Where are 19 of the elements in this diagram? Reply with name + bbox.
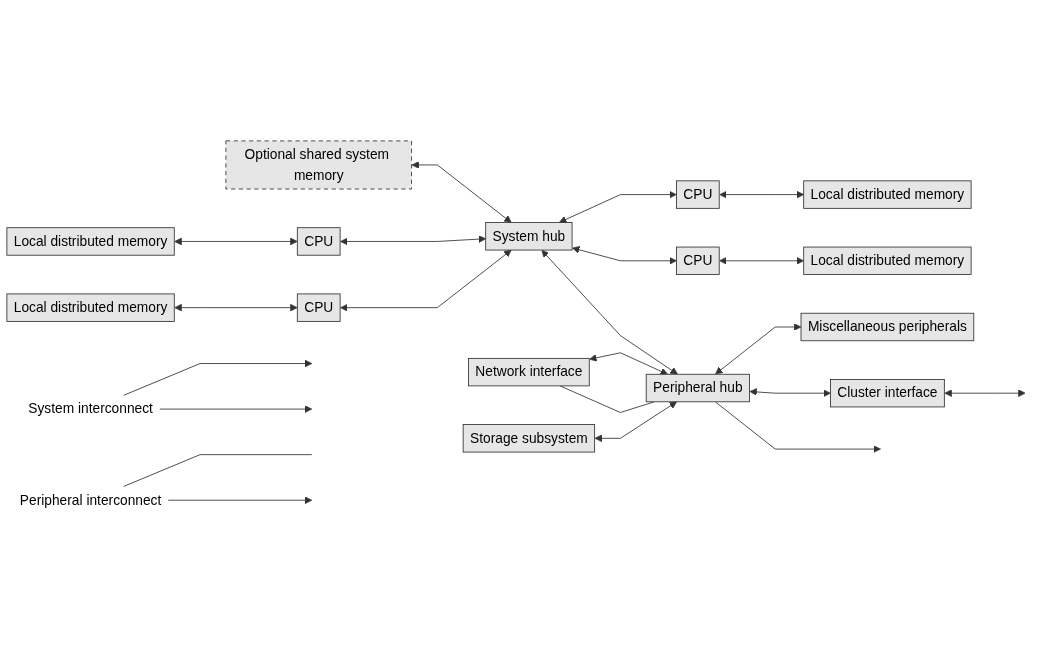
- node-box: CPU: [296, 226, 341, 256]
- node-text: Peripheral interconnect: [19, 492, 162, 507]
- node-box: Optional shared system memory: [225, 140, 412, 190]
- node-box: Local distributed memory: [803, 246, 972, 275]
- connector: [559, 385, 655, 413]
- node-box: Cluster interface: [830, 378, 945, 407]
- node-box: Storage subsystem: [462, 423, 596, 453]
- connector: [123, 453, 313, 487]
- node-box: CPU: [676, 180, 720, 209]
- node-box: CPU: [296, 293, 341, 322]
- node-box: Miscellaneous peripherals: [800, 312, 975, 341]
- node-box: Network interface: [468, 357, 590, 386]
- node-box: Local distributed memory: [803, 180, 972, 209]
- node-box: Local distributed memory: [6, 293, 175, 322]
- node-box: Local distributed memory: [6, 226, 175, 256]
- node-box: System hub: [485, 221, 573, 251]
- node-box: CPU: [676, 246, 720, 275]
- node-box: Peripheral hub: [645, 373, 750, 402]
- node-text: System interconnect: [28, 400, 153, 416]
